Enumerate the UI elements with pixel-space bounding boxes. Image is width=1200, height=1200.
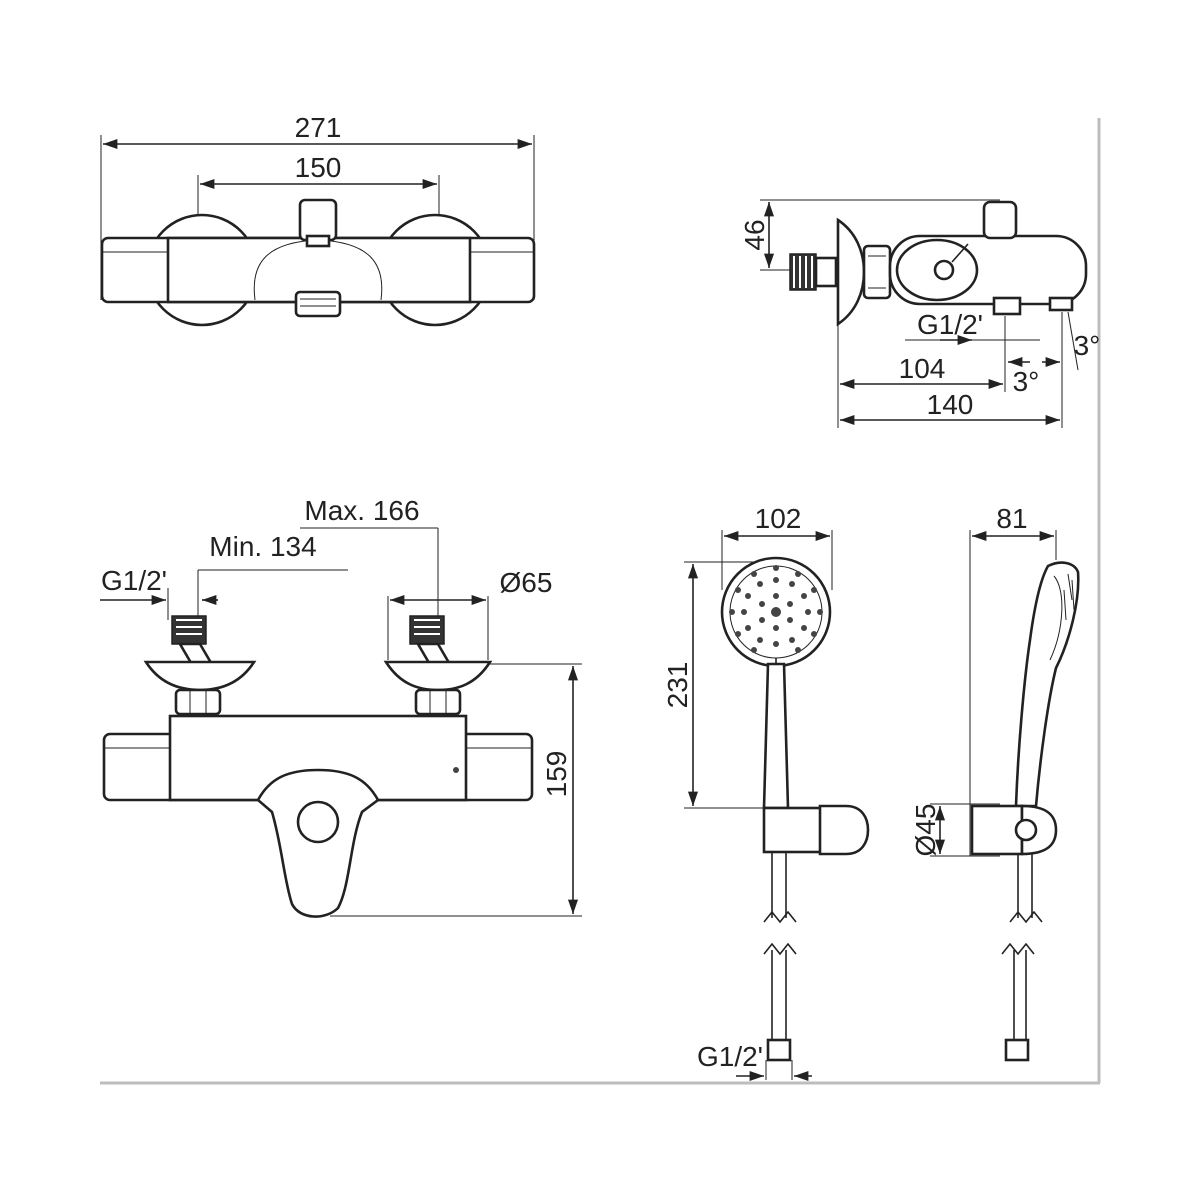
hand-shower-view: [684, 530, 870, 1082]
dim-159: 159: [541, 751, 572, 798]
front-view: [100, 527, 582, 918]
hand-shower-side-view: [930, 530, 1080, 1062]
side-view: [760, 199, 1088, 428]
dim-hose-thread: G1/2': [697, 1041, 763, 1072]
dim-231: 231: [662, 662, 693, 709]
dim-front-thread: G1/2': [101, 565, 167, 596]
dim-271: 271: [295, 112, 342, 143]
dim-81: 81: [996, 503, 1027, 534]
dim-dia-65: Ø65: [500, 567, 553, 598]
dim-angle-upper: 3°: [1074, 330, 1101, 361]
dim-150: 150: [295, 152, 342, 183]
spray-nozzles: [729, 565, 823, 653]
top-view: [100, 135, 536, 327]
dim-side-thread: G1/2': [917, 309, 983, 340]
dim-140: 140: [927, 389, 974, 420]
dim-max-166: Max. 166: [304, 495, 419, 526]
dim-104: 104: [899, 353, 946, 384]
dim-46: 46: [739, 219, 770, 250]
dim-dia-45: Ø45: [910, 804, 941, 857]
dim-102: 102: [755, 503, 802, 534]
dim-min-134: Min. 134: [209, 531, 316, 562]
dim-angle-lower: 3°: [1013, 366, 1040, 397]
